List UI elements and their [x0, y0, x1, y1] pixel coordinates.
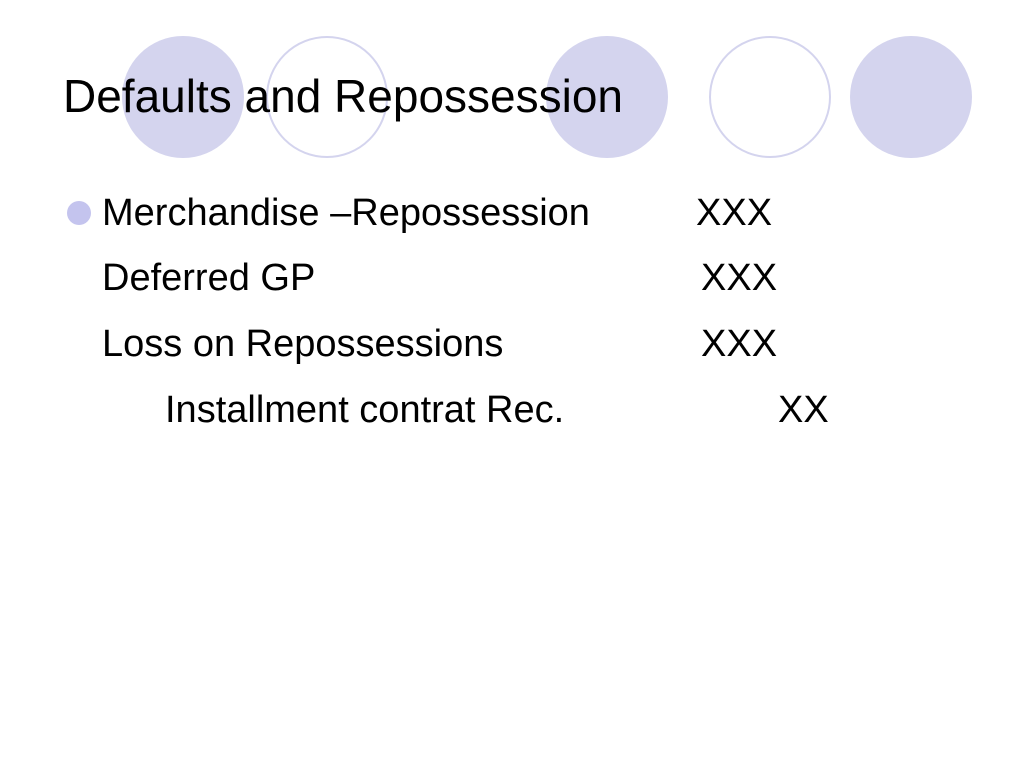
decorative-circle-ring-1 [266, 36, 388, 158]
entry-account: Loss on Repossessions [102, 323, 504, 365]
entry-account: Merchandise –Repossession [102, 192, 590, 234]
decorative-circle-filled-2 [546, 36, 668, 158]
entry-amount: XXX [701, 323, 778, 365]
entry-account: Installment contrat Rec. [165, 389, 565, 431]
decorative-circle-ring-2 [709, 36, 831, 158]
slide-title: Defaults and Repossession [63, 70, 623, 122]
entry-amount: XXX [696, 192, 773, 234]
decorative-circle-filled-3 [850, 36, 972, 158]
decorative-circle-filled-1 [122, 36, 244, 158]
entry-amount: XX [778, 389, 829, 431]
entry-amount: XXX [701, 257, 778, 299]
bullet-icon [67, 201, 91, 225]
entry-account: Deferred GP [102, 257, 316, 299]
